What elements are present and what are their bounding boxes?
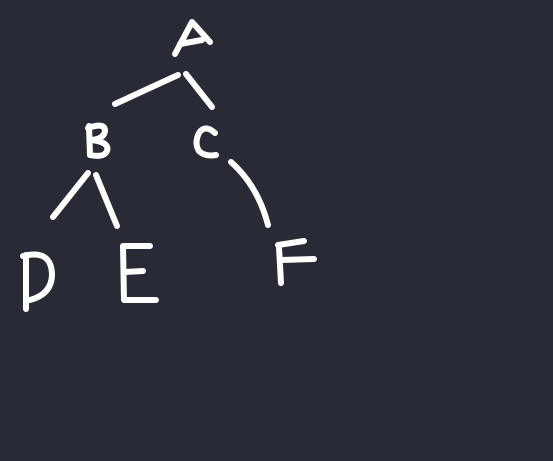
- tree-edge-c-f: [228, 159, 271, 228]
- tree-node-d: D: [20, 251, 55, 312]
- tree-node-b: B: [85, 122, 111, 159]
- tree-edge-a-c: [183, 71, 215, 110]
- tree-node-e: E: [120, 243, 159, 303]
- tree-edge-a-b: [112, 72, 181, 107]
- tree-node-c: C: [193, 125, 219, 159]
- tree-edge-b-d: [50, 170, 91, 220]
- tree-edge-b-e: [93, 172, 120, 229]
- tree-node-a: A: [172, 19, 213, 57]
- tree-node-f: F: [275, 238, 317, 286]
